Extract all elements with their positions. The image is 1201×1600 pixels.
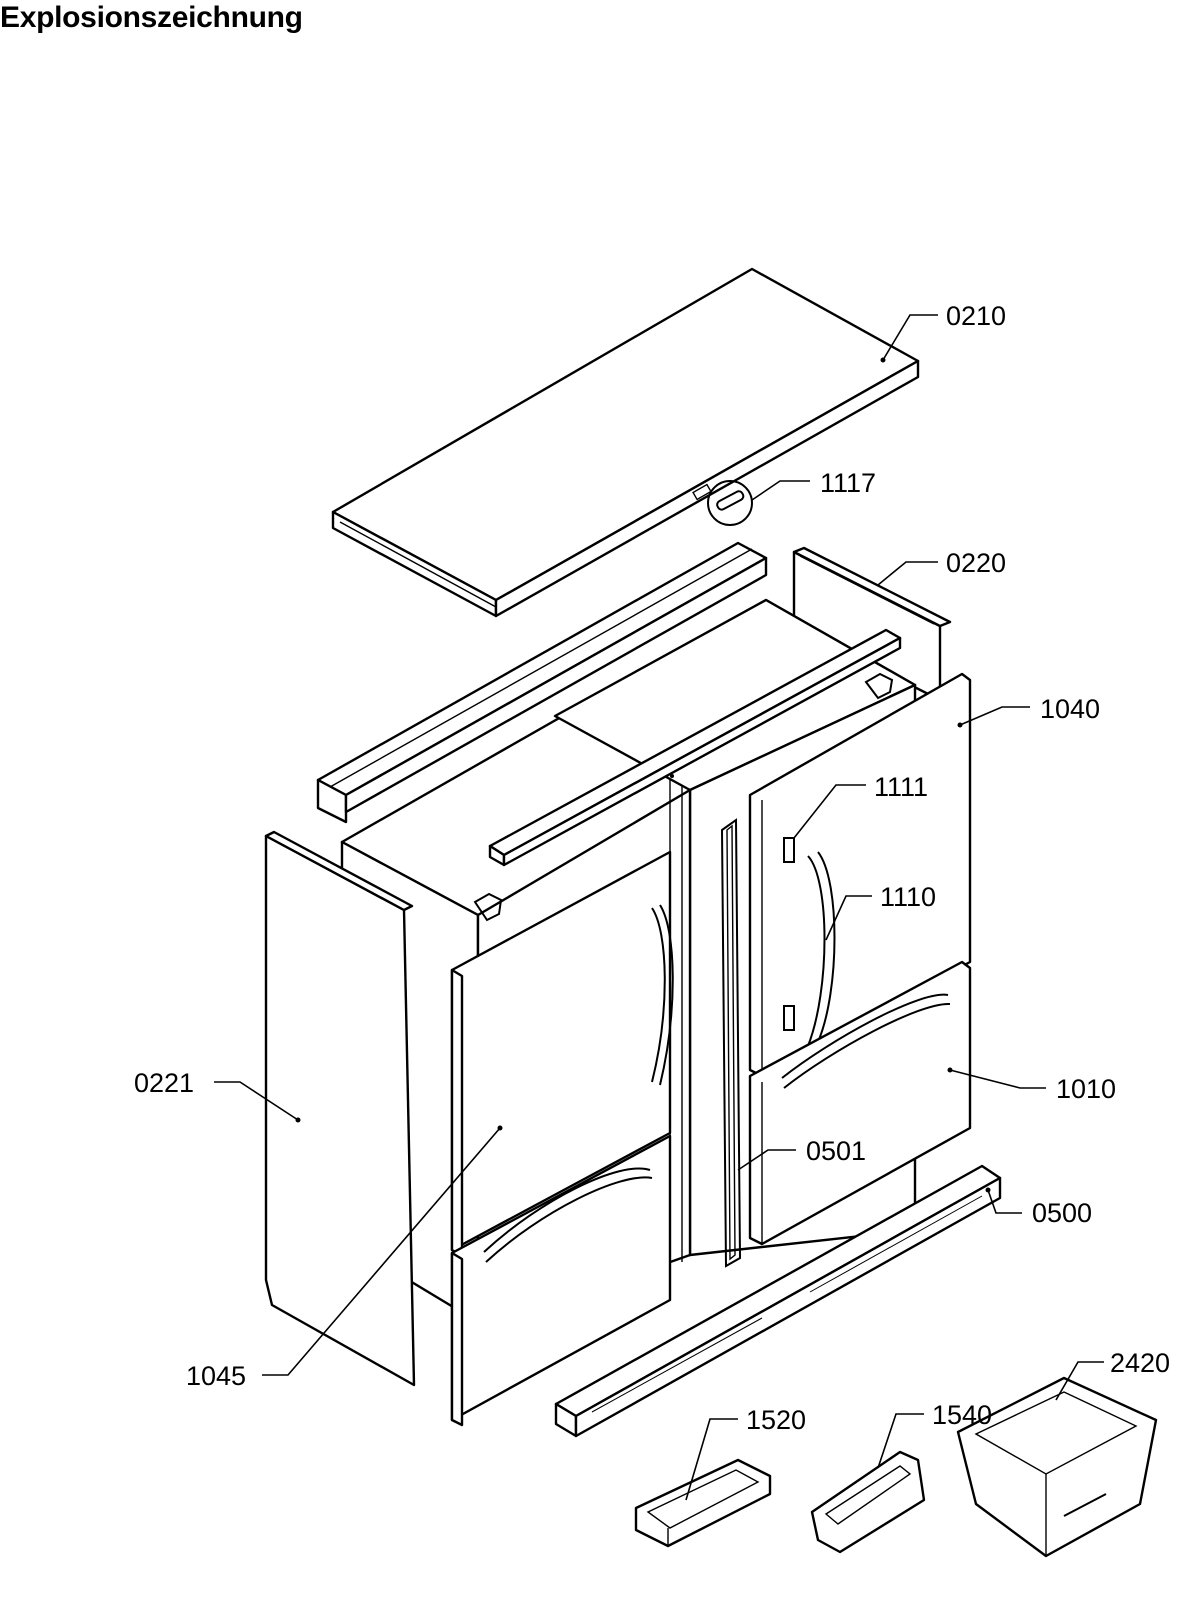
label-1520: 1520 (746, 1405, 806, 1435)
page-title: Explosionszeichnung (0, 1, 303, 34)
left-side-panel-part (264, 830, 416, 1387)
label-1111: 1111 (874, 772, 928, 802)
lower-right-drawer-front-part (748, 960, 972, 1246)
label-1540: 1540 (932, 1400, 992, 1430)
hinge-cover-detail (707, 480, 753, 526)
label-0500: 0500 (1032, 1198, 1092, 1228)
shelf-1520-part (634, 1458, 772, 1548)
label-1010: 1010 (1056, 1074, 1116, 1104)
label-0220: 0220 (946, 548, 1006, 578)
part-labels: 0210 1117 0220 1040 1111 1110 0221 1010 … (134, 301, 1170, 1435)
drawer-2420-part (956, 1376, 1158, 1558)
top-panel-part (331, 267, 920, 618)
label-1040: 1040 (1040, 694, 1100, 724)
door-gasket-part (720, 818, 742, 1268)
label-0501: 0501 (806, 1136, 866, 1166)
label-1045: 1045 (186, 1361, 246, 1391)
left-door-part (450, 850, 674, 1427)
right-door-part (748, 672, 972, 1078)
label-2420: 2420 (1110, 1348, 1170, 1378)
label-0210: 0210 (946, 301, 1006, 331)
label-0221: 0221 (134, 1068, 194, 1098)
rear-rail-part (316, 541, 768, 824)
shelf-1540-part (810, 1450, 926, 1554)
middle-rail-part (488, 628, 902, 867)
label-1110: 1110 (880, 882, 936, 912)
leader-lines (214, 314, 1104, 1501)
kick-plate-part (554, 1164, 1002, 1438)
label-1117: 1117 (820, 468, 876, 498)
